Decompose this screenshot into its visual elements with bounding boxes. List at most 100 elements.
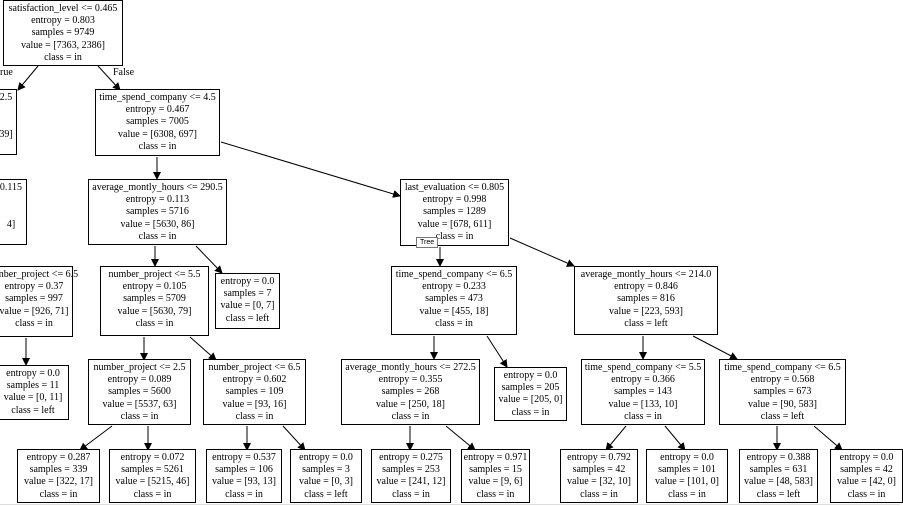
- node-line: value = [241, 12]: [376, 476, 446, 488]
- node-line: 0.115: [0, 182, 23, 193]
- node-line: value = [133, 10]: [608, 398, 678, 410]
- node-line: entropy = 0.388: [746, 452, 811, 463]
- node-line: entropy = 0.275: [379, 452, 443, 463]
- node-line: class = in: [44, 51, 82, 63]
- node-line: time_spend_company <= 6.5: [395, 269, 513, 280]
- node-line: entropy = 0.467: [125, 104, 190, 116]
- node-line: number_project <= 2.5: [93, 362, 186, 373]
- node-line: samples = 205: [501, 382, 560, 394]
- tree-tooltip: Tree: [416, 237, 439, 248]
- tree-node-l1a: 2.5 39]: [0, 89, 17, 155]
- node-line: class = in: [435, 230, 474, 242]
- node-line: 39]: [0, 128, 13, 140]
- node-line: value = [93, 13]: [212, 476, 276, 488]
- edge-tsc55-leaf42a: [605, 425, 627, 451]
- node-line: entropy = 0.0: [660, 452, 714, 463]
- node-line: 2.5: [0, 92, 13, 103]
- node-line: value = [926, 71]: [0, 305, 69, 317]
- node-line: samples = 339: [29, 464, 88, 476]
- node-line: average_montly_hours <= 214.0: [580, 269, 712, 280]
- node-line: value = [0, 7]: [220, 300, 275, 312]
- node-line: entropy = 0.0: [839, 452, 894, 463]
- node-line: value = [250, 18]: [376, 398, 445, 410]
- node-line: class = left: [624, 317, 668, 329]
- node-line: value = [5630, 79]: [117, 305, 192, 317]
- node-line: value = [90, 583]: [748, 398, 817, 410]
- node-line: entropy = 0.233: [422, 281, 486, 293]
- node-line: class = in: [225, 488, 263, 500]
- edge-np25-leaf339: [79, 425, 113, 451]
- node-line: [0, 206, 26, 218]
- node-line: value = [42, 0]: [837, 476, 896, 488]
- node-line: samples = 631: [749, 464, 808, 476]
- node-line: class = in: [476, 488, 515, 500]
- node-line: time_spend_company <= 4.5: [99, 92, 216, 103]
- node-line: value = [6308, 697]: [118, 128, 197, 140]
- node-line: entropy = 0.568: [750, 374, 815, 386]
- node-line: mber_project <= 6.5: [0, 269, 79, 280]
- node-line: time_spend_company <= 6.5: [724, 362, 841, 373]
- node-line: entropy = 0.0: [6, 368, 60, 379]
- node-line: class = in: [135, 317, 174, 329]
- node-line: samples = 11: [6, 380, 60, 392]
- node-line: entropy = 0.602: [222, 374, 287, 386]
- node-line: samples = 15: [469, 464, 522, 476]
- node-line: samples = 101: [658, 464, 716, 476]
- node-line: value = [205, 0]: [498, 394, 563, 406]
- edge-np55-np65: [189, 336, 217, 361]
- node-line: class = in: [235, 410, 274, 422]
- edge-root-tsc45: [97, 65, 121, 91]
- node-line: entropy = 0.792: [567, 452, 631, 463]
- node-line: class = in: [120, 410, 159, 422]
- node-line: samples = 997: [5, 293, 63, 305]
- node-line: [0, 194, 26, 206]
- node-line: class = in: [435, 317, 473, 329]
- node-line: samples = 9749: [31, 27, 95, 39]
- node-line: satisfaction_level <= 0.465: [8, 3, 118, 14]
- node-line: entropy = 0.355: [378, 374, 443, 386]
- node-line: entropy = 0.0: [503, 370, 558, 381]
- node-line: value = [322, 17]: [24, 476, 93, 488]
- node-line: value = [0, 11]: [3, 392, 63, 404]
- edge-tsc55-leaf101: [664, 425, 686, 451]
- node-line: number_project <= 5.5: [108, 269, 201, 280]
- node-line: value = [48, 583]: [744, 476, 813, 488]
- node-line: value = [5215, 46]: [115, 476, 190, 488]
- node-line: samples = 268: [381, 386, 440, 398]
- node-line: 4]: [6, 218, 16, 230]
- node-line: samples = 816: [617, 293, 675, 305]
- node-line: samples = 253: [382, 464, 440, 476]
- edge-label-false: False: [113, 67, 135, 78]
- node-line: number_project <= 6.5: [208, 362, 301, 373]
- node-line: samples = 106: [215, 464, 273, 476]
- node-line: entropy = 0.113: [125, 194, 190, 206]
- node-line: class = left: [760, 410, 805, 422]
- node-line: samples = 7005: [126, 116, 189, 128]
- edge-amh2905-leaf7: [195, 245, 223, 274]
- node-line: samples = 143: [614, 386, 672, 398]
- node-line: value = [223, 593]: [609, 305, 683, 317]
- node-line: class = in: [15, 317, 53, 329]
- bottom-divider: [0, 504, 900, 505]
- edge-root-left: [17, 65, 39, 91]
- node-line: entropy = 0.998: [422, 194, 487, 206]
- node-line: entropy = 0.37: [4, 281, 64, 293]
- node-line: samples = 5716: [126, 206, 189, 218]
- node-line: samples = 5600: [108, 386, 171, 398]
- node-line: class = in: [668, 488, 706, 500]
